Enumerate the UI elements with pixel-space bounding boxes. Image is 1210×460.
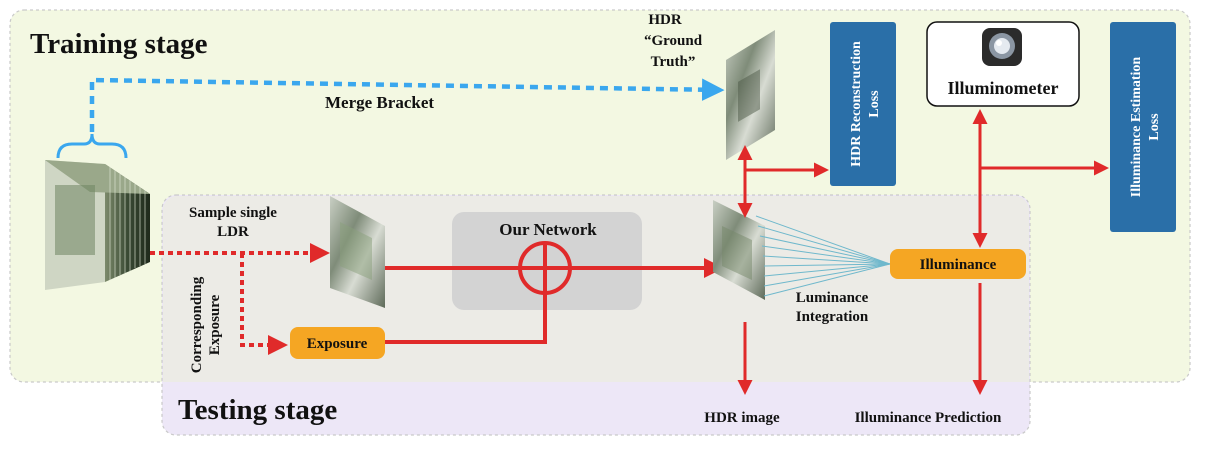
illuminometer-device-icon bbox=[982, 28, 1022, 66]
hdr-predicted-image bbox=[713, 200, 765, 300]
testing-stage-title: Testing stage bbox=[178, 394, 337, 426]
hdr-reconstruction-loss-box bbox=[830, 22, 896, 186]
merge-bracket-arrow bbox=[89, 77, 725, 132]
hdr-loss-label-1: HDR Reconstruction bbox=[849, 41, 864, 167]
hdr-gt-label-1: HDR bbox=[648, 12, 682, 28]
luminance-label-1: Luminance bbox=[796, 290, 869, 306]
exposure-box bbox=[290, 327, 385, 359]
ldr-bracket-stack bbox=[45, 160, 150, 290]
illuminance-label: Illuminance bbox=[920, 257, 997, 273]
illuminance-estimation-loss-box bbox=[1110, 22, 1176, 232]
loss-arrows bbox=[737, 109, 1109, 395]
luminance-label-2: Integration bbox=[796, 309, 869, 325]
luminance-integration-fan bbox=[755, 215, 891, 297]
ldr-image bbox=[330, 196, 385, 308]
illuminance-prediction-label: Illuminance Prediction bbox=[855, 410, 1002, 426]
hdr-gt-label-2: “Ground bbox=[644, 33, 703, 49]
illum-loss-label-2: Loss bbox=[1147, 113, 1162, 141]
merge-bracket-label: Merge Bracket bbox=[325, 93, 434, 112]
illum-loss-label-1: Illuminance Estimation bbox=[1129, 57, 1144, 198]
sample-single-label-2: LDR bbox=[217, 224, 249, 240]
hdr-ground-truth-image bbox=[726, 30, 775, 160]
corresponding-exposure-label-1: Corresponding bbox=[189, 276, 205, 373]
training-stage-title: Training stage bbox=[30, 28, 208, 60]
illuminance-box bbox=[890, 249, 1026, 279]
hdr-loss-label-2: Loss bbox=[867, 90, 882, 118]
sample-single-label-1: Sample single bbox=[189, 205, 277, 221]
sampling-arrows bbox=[150, 243, 330, 355]
exposure-label: Exposure bbox=[307, 336, 368, 352]
bracket-brace bbox=[56, 133, 128, 159]
corresponding-exposure-label-2: Exposure bbox=[207, 294, 223, 355]
hdr-image-label: HDR image bbox=[704, 410, 780, 426]
our-network-label: Our Network bbox=[499, 220, 597, 239]
hdr-gt-label-3: Truth” bbox=[651, 54, 696, 70]
network-flow bbox=[385, 241, 724, 344]
illuminometer-label: Illuminometer bbox=[948, 78, 1059, 98]
